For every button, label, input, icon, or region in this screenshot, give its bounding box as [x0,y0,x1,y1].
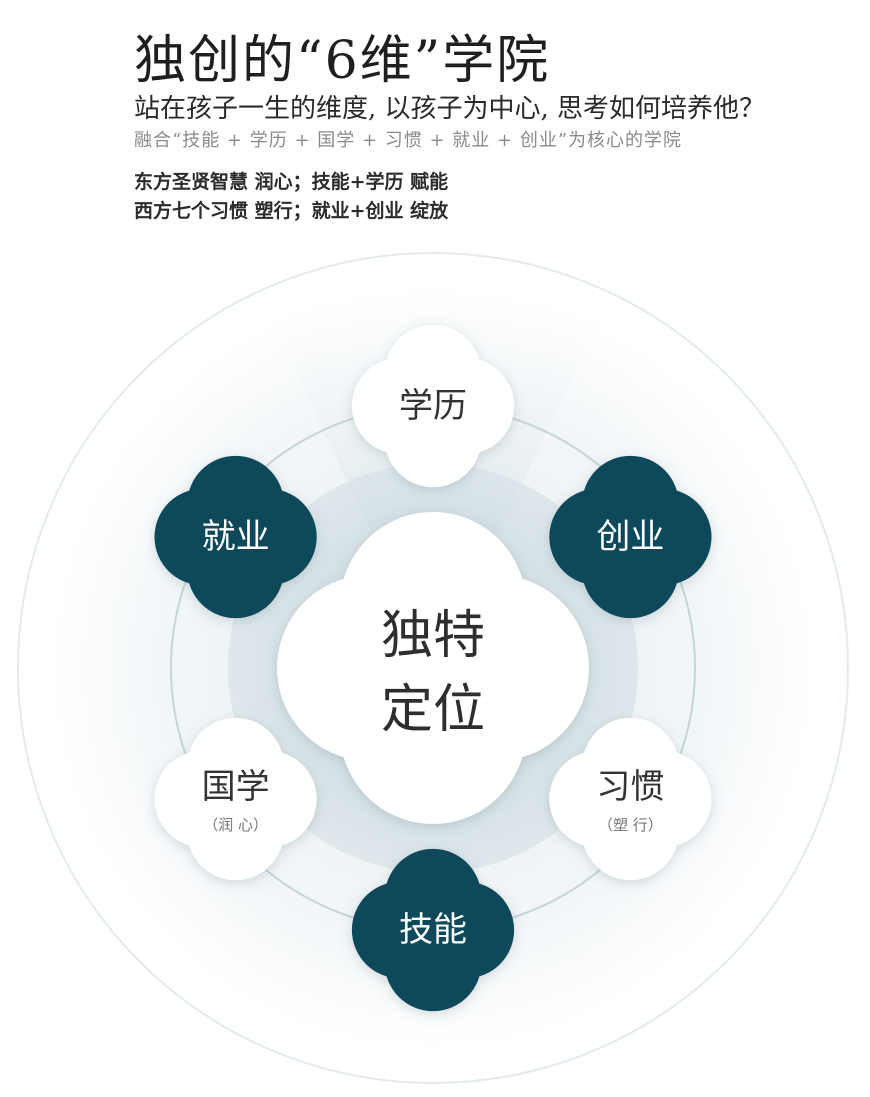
motto-line-2: 西方七个习惯 塑行；就业+创业 绽放 [134,200,449,222]
node-shape-guoxue [154,717,317,881]
node-label-xiguan: 习惯 [596,767,664,807]
center-label-line-2: 定位 [381,680,485,740]
node-xiguan: 习惯 （塑 行） [549,717,712,881]
node-chuangye: 创业 [549,455,712,619]
page-title: 独创的“6维”学院 [134,31,551,91]
node-shape-xueli [351,324,515,488]
node-xueli: 学历 [351,324,515,488]
node-shape-xiguan [549,717,712,881]
node-label-jiuye: 就业 [202,517,270,557]
header: 独创的“6维”学院 站在孩子一生的维度, 以孩子为中心, 思考如何培养他？ 融合… [134,30,834,226]
center-label-line-1: 独特 [381,606,485,666]
node-shape-jineng [351,848,515,1012]
node-label-guoxue: 国学 [202,767,270,807]
node-shape-chuangye [549,455,712,619]
page-tagline: 融合“技能 + 学历 + 国学 + 习惯 + 就业 + 创业”为核心的学院 [134,130,683,151]
page-subtitle: 站在孩子一生的维度, 以孩子为中心, 思考如何培养他？ [134,94,766,124]
node-jiuye: 就业 [154,455,317,619]
node-jineng: 技能 [351,848,515,1012]
node-sublabel-guoxue: （润 心） [203,816,268,834]
motto-line-1: 东方圣贤智慧 润心；技能+学历 赋能 [134,171,449,193]
node-label-xueli: 学历 [399,386,467,426]
motto-block: 东方圣贤智慧 润心；技能+学历 赋能 西方七个习惯 塑行；就业+创业 绽放 [134,168,834,226]
node-label-chuangye: 创业 [596,517,664,557]
node-label-jineng: 技能 [399,910,467,950]
center-quatrefoil [277,512,589,824]
node-shape-jiuye [154,455,317,619]
node-sublabel-xiguan: （塑 行） [598,816,663,834]
outer-ring [17,252,849,1084]
node-guoxue: 国学 （润 心） [154,717,317,881]
